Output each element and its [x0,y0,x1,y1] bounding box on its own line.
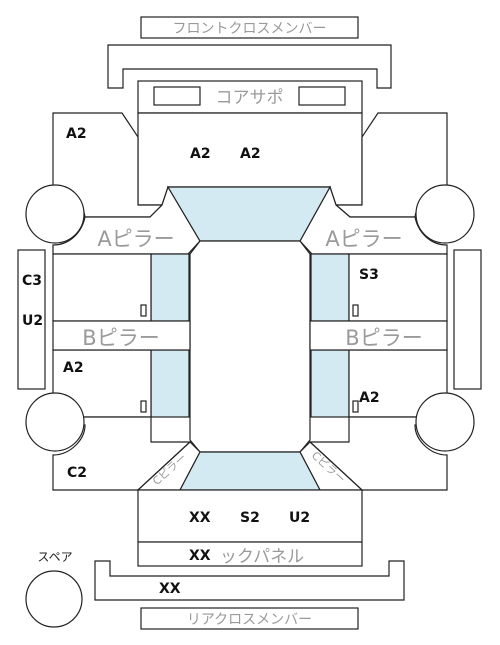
code-hood-left: A2 [190,146,211,162]
code-hood-right: A2 [240,146,261,162]
rear-window[interactable] [179,451,321,491]
code-left-side-sill-u: U2 [22,313,43,329]
b-pillar-left-label: Bピラー [82,326,159,350]
core-support-label: コアサポ [216,88,284,108]
back-panel-label: ックパネル [220,547,304,567]
b-pillar-right-label: Bピラー [345,326,422,350]
rear-window-left[interactable] [150,349,190,418]
code-front-fender-left: A2 [66,126,87,142]
front-door-right[interactable] [348,253,448,322]
rear-cross-member-label: リアクロスメンバー [187,612,312,628]
code-rear-door-left: A2 [63,360,84,376]
code-rear-quarter-left: C2 [67,465,87,481]
side-sill-left[interactable] [17,249,46,390]
code-rear-bumper: XX [159,581,181,597]
code-left-side-sill-c: C3 [22,273,42,289]
spare-tire[interactable] [25,570,83,628]
front-bumper[interactable] [107,44,392,89]
door-handle-front-right [352,304,359,317]
front-window-right[interactable] [310,253,350,322]
spare-label: スペア [37,550,72,564]
door-handle-front-left [140,304,147,317]
a-pillar-left-label: Aピラー [97,227,174,251]
front-door-left[interactable] [52,253,152,322]
code-trunk-center: S2 [240,510,260,526]
rear-bumper[interactable] [94,560,405,601]
roof[interactable] [189,240,311,453]
back-panel[interactable] [137,541,363,567]
wheel-rear-left[interactable] [25,392,85,452]
front-cross-member-label: フロントクロスメンバー [173,21,327,37]
a-pillar-right-label: Aピラー [325,227,402,251]
rear-window-right[interactable] [310,349,350,418]
side-sill-right[interactable] [453,249,482,390]
rear-cross-member-label-box [140,607,359,630]
front-cross-member-label-box [140,16,359,39]
door-handle-rear-right [352,400,359,413]
trunk-lid[interactable] [137,489,363,543]
code-trunk-left: XX [189,510,211,526]
wheel-rear-right[interactable] [415,392,475,452]
front-window-left[interactable] [150,253,190,322]
code-trunk-right: U2 [289,510,310,526]
code-front-door-right: S3 [359,267,379,283]
b-pillar-right[interactable] [309,320,448,351]
code-rear-door-right: A2 [359,390,380,406]
door-handle-rear-left [140,400,147,413]
wheel-front-left[interactable] [25,184,85,244]
wheel-front-right[interactable] [415,184,475,244]
b-pillar-left[interactable] [52,320,191,351]
code-back-panel: XX [189,548,211,564]
core-support-right-slot [298,86,346,106]
core-support-left-slot [153,86,201,106]
